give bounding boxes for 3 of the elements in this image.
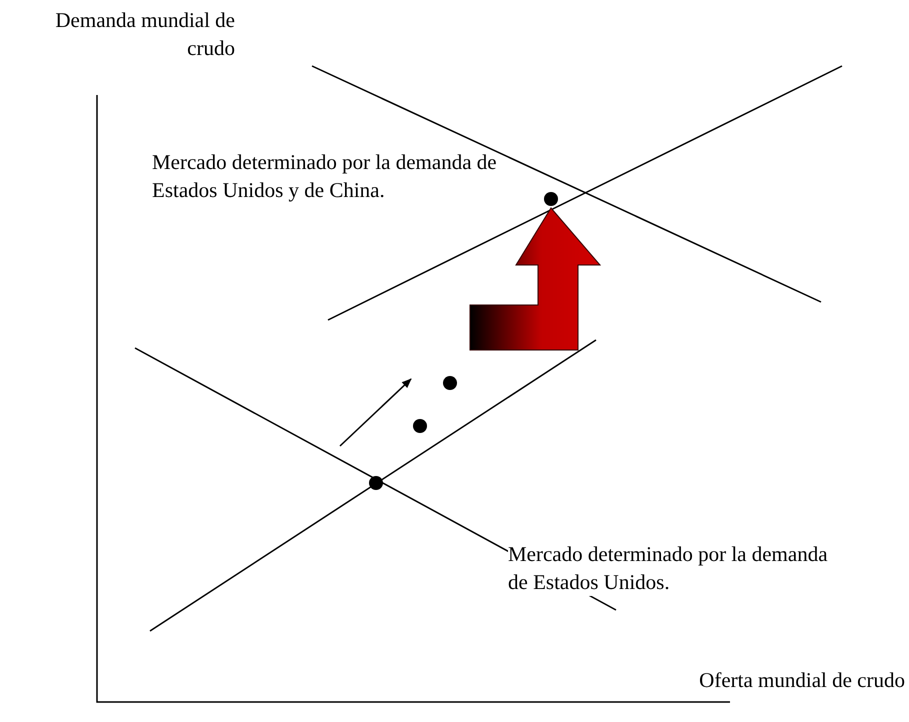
- axis-label: Oferta mundial de crudo: [698, 667, 905, 694]
- axis-label: Demanda mundial de crudo: [54, 7, 235, 62]
- annotation-text: Mercado determinado por la demanda de Estados Unidos y de China.: [152, 149, 498, 204]
